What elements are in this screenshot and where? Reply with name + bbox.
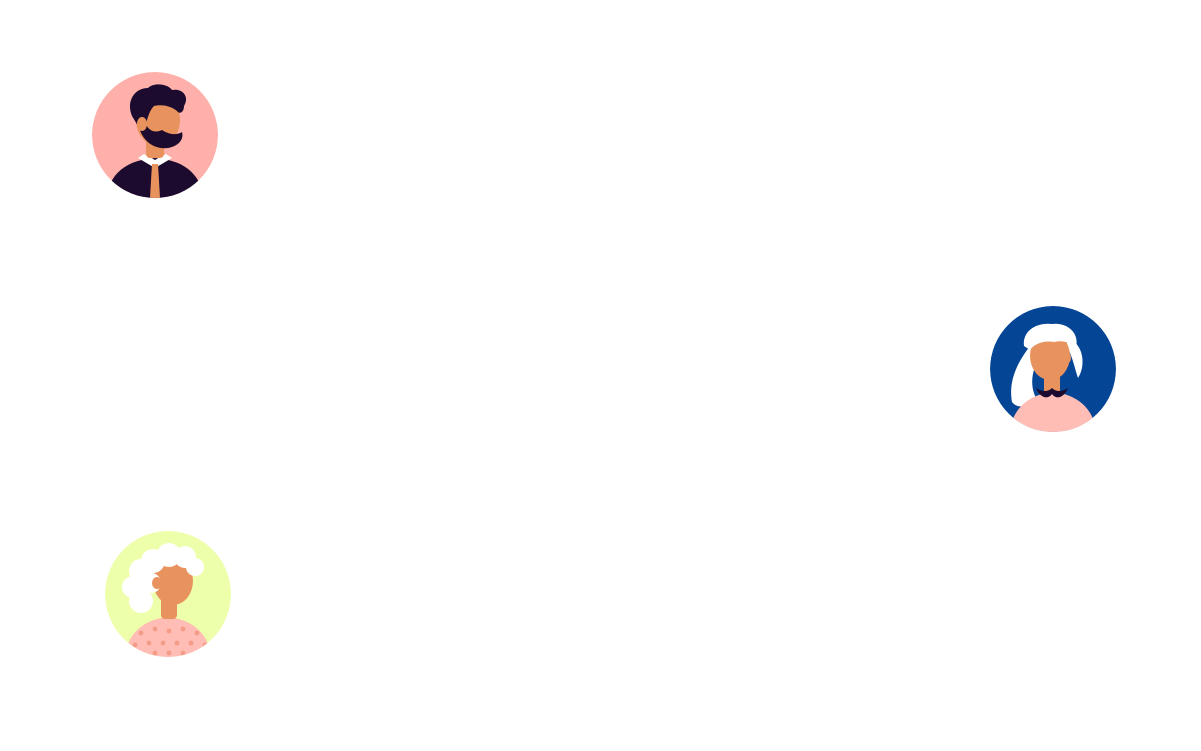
ear bbox=[1061, 352, 1071, 364]
beard bbox=[138, 118, 183, 149]
curly-hair bbox=[122, 543, 204, 613]
ear bbox=[152, 577, 162, 589]
hair-back-right bbox=[1066, 338, 1083, 378]
hair-back bbox=[1011, 346, 1036, 407]
top bbox=[1010, 392, 1096, 432]
avatar-white-haired-woman bbox=[990, 306, 1116, 432]
hair bbox=[129, 84, 187, 126]
avatar-bearded-man bbox=[92, 72, 218, 198]
face bbox=[153, 557, 193, 605]
elderly-woman-avatar-icon bbox=[105, 531, 231, 657]
top bbox=[125, 617, 211, 657]
hair-bangs bbox=[1023, 323, 1077, 350]
tie bbox=[150, 164, 160, 198]
face bbox=[1030, 332, 1070, 380]
ear bbox=[137, 117, 147, 131]
white-haired-woman-avatar-icon bbox=[990, 306, 1116, 432]
avatar-elderly-woman bbox=[105, 531, 231, 657]
shirt-collar bbox=[138, 154, 172, 168]
bearded-man-avatar-icon bbox=[92, 72, 218, 198]
collar bbox=[1036, 388, 1068, 398]
